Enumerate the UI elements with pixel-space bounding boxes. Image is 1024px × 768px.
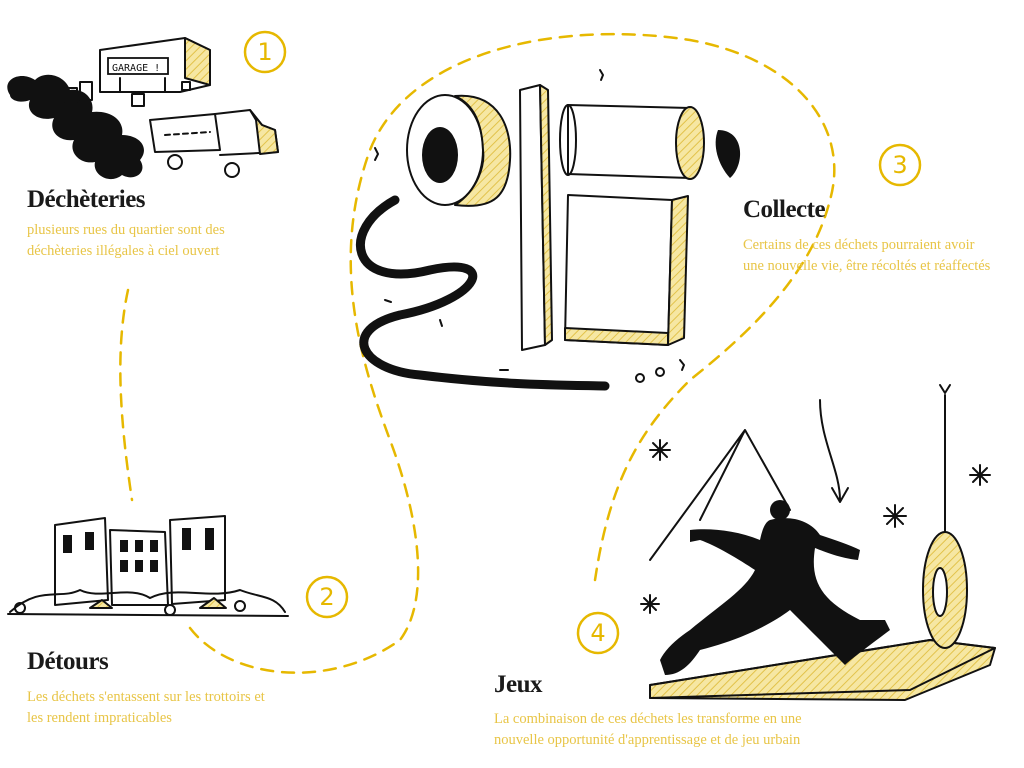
step-number-1: 1 <box>257 38 273 66</box>
step-description-2-line-2: les rendent impraticables <box>27 710 172 726</box>
step-description-4: La combinaison de ces déchets les transf… <box>494 709 802 751</box>
jumping-figure <box>660 518 890 675</box>
flow-path <box>119 32 836 674</box>
step-description-3-line-2: une nouvelle vie, être récoltés et réaff… <box>743 258 991 274</box>
step-description-1: plusieurs rues du quartier sont des déch… <box>27 220 225 262</box>
step-circle-4 <box>576 611 620 655</box>
scene-street-illustration <box>7 515 289 617</box>
step-description-2-line-1: Les déchets s'entassent sur les trottoir… <box>27 689 265 705</box>
step-description-4-line-1: La combinaison de ces déchets les transf… <box>494 711 802 727</box>
step-circle-2 <box>305 575 349 619</box>
garage-sign: GARAGE ! <box>112 63 160 74</box>
step-description-1-line-1: plusieurs rues du quartier sont des <box>27 222 225 238</box>
step-number-2: 2 <box>319 583 335 611</box>
step-number-4: 4 <box>590 619 606 647</box>
smoke-cloud <box>7 74 144 180</box>
step-circle-3 <box>878 143 922 187</box>
step-description-4-line-2: nouvelle opportunité d'apprentissage et … <box>494 732 801 748</box>
step-description-2: Les déchets s'entassent sur les trottoir… <box>27 687 265 729</box>
hose <box>356 195 610 391</box>
step-title-3: Collecte <box>743 196 826 223</box>
step-number-3: 3 <box>892 151 908 179</box>
step-title-1: Déchèteries <box>27 186 146 213</box>
scene-collected-objects <box>356 69 741 391</box>
step-title-4: Jeux <box>494 671 543 698</box>
step-description-3: Certains de ces déchets pourraient avoir… <box>743 235 990 277</box>
scene-playground <box>640 384 996 701</box>
scene-dump-illustration: GARAGE ! <box>7 37 279 180</box>
step-description-3-line-1: Certains de ces déchets pourraient avoir <box>743 237 975 253</box>
step-title-2: Détours <box>27 648 109 675</box>
step-circle-1 <box>243 30 287 74</box>
step-description-1-line-2: déchèteries illégales à ciel ouvert <box>27 243 220 259</box>
